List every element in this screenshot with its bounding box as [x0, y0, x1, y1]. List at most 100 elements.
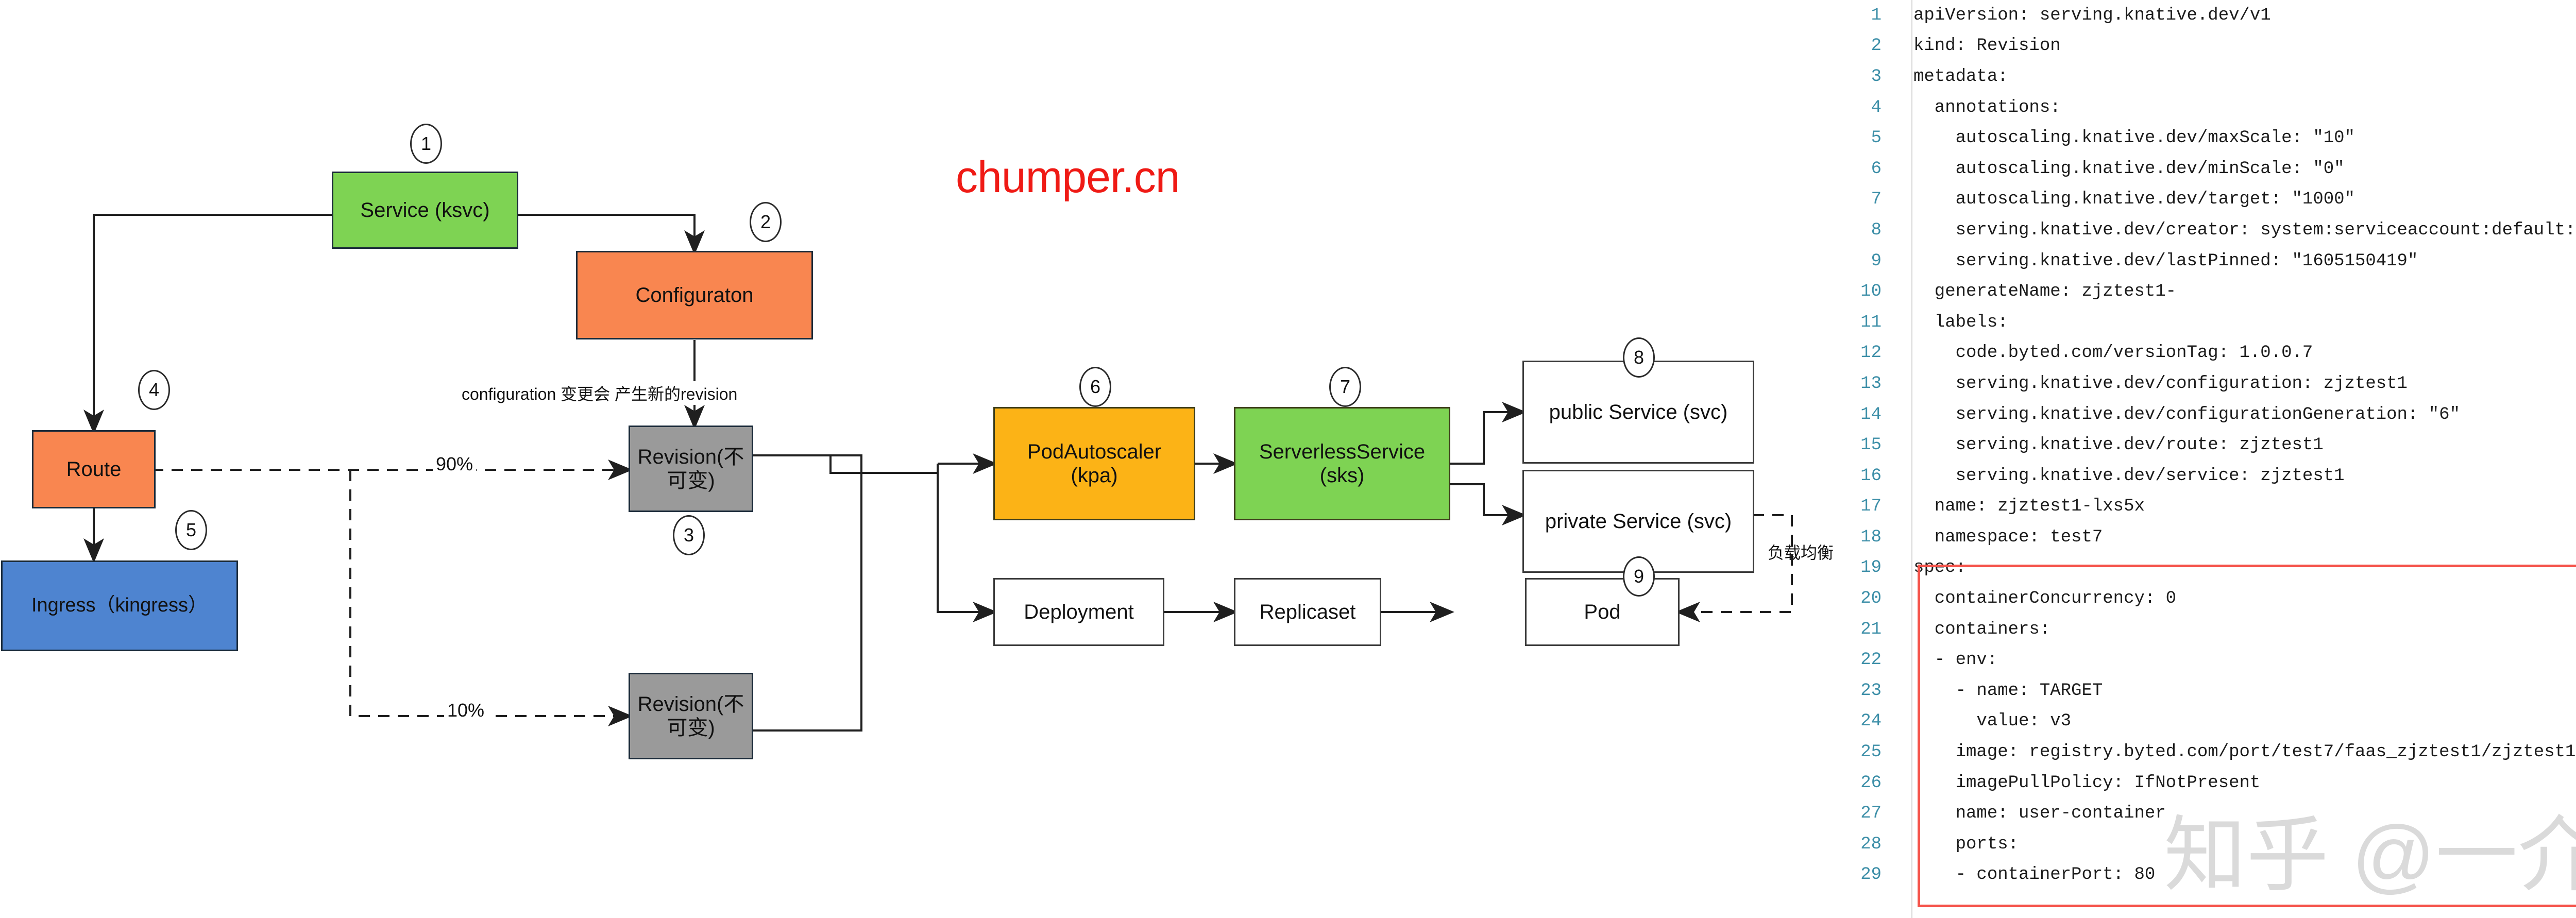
code-line-text: - containerPort: 80 [1913, 865, 2156, 885]
node-deployment[interactable]: Deployment [993, 578, 1164, 646]
code-line-number: 5 [1871, 128, 1882, 148]
code-line-text: ports: [1913, 834, 2019, 854]
code-line-number: 25 [1860, 742, 1882, 762]
code-line-number: 9 [1871, 251, 1882, 271]
code-line-number: 1 [1871, 5, 1882, 25]
diagram-connectors [83, 214, 1793, 759]
node-configuration[interactable]: Configuraton [576, 251, 813, 339]
code-line[interactable]: 25 image: registry.byted.com/port/test7/… [1834, 737, 2576, 768]
code-line[interactable]: 6 autoscaling.knative.dev/minScale: "0" [1834, 154, 2576, 184]
step-bubble-5: 5 [175, 510, 207, 550]
node-revision-bottom[interactable]: Revision(不可变) [629, 673, 753, 759]
code-line-text: autoscaling.knative.dev/maxScale: "10" [1913, 128, 2355, 148]
step-bubble-1: 1 [410, 124, 442, 164]
code-line[interactable]: 4 annotations: [1834, 92, 2576, 123]
code-line[interactable]: 13 serving.knative.dev/configuration: zj… [1834, 368, 2576, 399]
code-line[interactable]: 29 - containerPort: 80 [1834, 860, 2576, 891]
node-replicaset[interactable]: Replicaset [1234, 578, 1381, 646]
code-line[interactable]: 5 autoscaling.knative.dev/maxScale: "10" [1834, 123, 2576, 154]
code-line[interactable]: 21 containers: [1834, 614, 2576, 645]
step-bubble-4: 4 [138, 370, 170, 410]
step-bubble-7: 7 [1329, 367, 1361, 407]
code-line[interactable]: 12 code.byted.com/versionTag: 1.0.0.7 [1834, 338, 2576, 369]
code-line[interactable]: 28 ports: [1834, 829, 2576, 860]
code-line[interactable]: 24 value: v3 [1834, 706, 2576, 737]
code-line[interactable]: 9 serving.knative.dev/lastPinned: "16051… [1834, 246, 2576, 277]
code-line-number: 2 [1871, 36, 1882, 56]
code-line-text: annotations: [1913, 97, 2061, 117]
code-line-number: 26 [1860, 773, 1882, 793]
edge-label-load-balance: 负载均衡 [1768, 543, 1834, 562]
code-line-text: - name: TARGET [1913, 681, 2103, 701]
code-line-text: - env: [1913, 650, 1998, 670]
code-line-text: autoscaling.knative.dev/target: "1000" [1913, 190, 2355, 210]
code-line-number: 24 [1860, 711, 1882, 732]
code-line[interactable]: 20 containerConcurrency: 0 [1834, 583, 2576, 614]
code-line[interactable]: 27 name: user-container [1834, 798, 2576, 829]
code-line[interactable]: 10 generateName: zjztest1- [1834, 276, 2576, 307]
code-line-text: code.byted.com/versionTag: 1.0.0.7 [1913, 343, 2313, 363]
code-line-text: value: v3 [1913, 711, 2072, 732]
brand-watermark: chumper.cn [956, 152, 1180, 202]
code-line-number: 7 [1871, 190, 1882, 210]
node-ingress[interactable]: Ingress（kingress） [1, 560, 238, 651]
code-line-text: serving.knative.dev/route: zjztest1 [1913, 435, 2324, 455]
code-line-text: metadata: [1913, 66, 2008, 87]
code-line-number: 13 [1860, 373, 1882, 394]
code-line-text: image: registry.byted.com/port/test7/faa… [1955, 742, 2576, 762]
code-line-text: serving.knative.dev/service: zjztest1 [1913, 466, 2345, 486]
step-bubble-8: 8 [1623, 337, 1655, 378]
code-line[interactable]: 22 - env: [1834, 644, 2576, 675]
code-line-number: 10 [1860, 282, 1882, 302]
node-route[interactable]: Route [32, 430, 156, 508]
code-line[interactable]: 15 serving.knative.dev/route: zjztest1 [1834, 430, 2576, 461]
edge-label-weight-10: 10% [444, 700, 488, 721]
code-line[interactable]: 3 metadata: [1834, 61, 2576, 92]
code-line-number: 29 [1860, 865, 1882, 885]
code-line-number: 3 [1871, 66, 1882, 87]
code-line-text: serving.knative.dev/configurationGenerat… [1913, 404, 2460, 424]
node-pod[interactable]: Pod [1525, 578, 1680, 646]
node-revision-top[interactable]: Revision(不可变) [629, 426, 753, 512]
code-line-number: 16 [1860, 466, 1882, 486]
node-podautoscaler[interactable]: PodAutoscaler (kpa) [993, 407, 1195, 520]
code-line[interactable]: 11 labels: [1834, 307, 2576, 338]
code-line-number: 11 [1860, 312, 1882, 332]
code-line-number: 8 [1871, 220, 1882, 240]
code-line-text: containers: [1913, 619, 2050, 639]
code-line-text: autoscaling.knative.dev/minScale: "0" [1913, 159, 2345, 179]
code-line-number: 20 [1860, 589, 1882, 609]
code-line-number: 19 [1860, 558, 1882, 578]
code-line[interactable]: 18 namespace: test7 [1834, 522, 2576, 553]
code-line[interactable]: 17 name: zjztest1-lxs5x [1834, 491, 2576, 522]
node-private-service[interactable]: private Service (svc) [1522, 470, 1754, 573]
code-gutter-divider [1911, 0, 1912, 918]
step-bubble-2: 2 [750, 202, 782, 242]
code-line-text: spec: [1913, 558, 1967, 578]
code-line[interactable]: 8 serving.knative.dev/creator: system:se… [1834, 215, 2576, 246]
code-line-text: name: zjztest1-lxs5x [1913, 497, 2145, 517]
code-line[interactable]: 19 spec: [1834, 553, 2576, 584]
node-serverlessservice[interactable]: ServerlessService (sks) [1234, 407, 1450, 520]
code-line[interactable]: 23 - name: TARGET [1834, 675, 2576, 706]
code-line-text: containerConcurrency: 0 [1913, 589, 2177, 609]
code-line[interactable]: 16 serving.knative.dev/service: zjztest1 [1834, 461, 2576, 491]
code-line-number: 6 [1871, 159, 1882, 179]
edge-label-config-change: configuration 变更会 产生新的revision [459, 381, 741, 405]
architecture-diagram: Service (ksvc) Configuraton Route Ingres… [1, 124, 1834, 759]
step-bubble-9: 9 [1623, 556, 1655, 597]
code-line-number: 4 [1871, 97, 1882, 117]
code-line-text: name: user-container [1913, 804, 2166, 824]
node-service[interactable]: Service (ksvc) [332, 172, 518, 249]
code-line-text: generateName: zjztest1- [1913, 282, 2177, 302]
code-line-number: 18 [1860, 527, 1882, 547]
code-line[interactable]: 7 autoscaling.knative.dev/target: "1000" [1834, 184, 2576, 215]
code-line[interactable]: 14 serving.knative.dev/configurationGene… [1834, 399, 2576, 430]
code-line[interactable]: 26 imagePullPolicy: IfNotPresent [1834, 768, 2576, 798]
code-line-text: namespace: test7 [1913, 527, 2103, 547]
code-line-text: serving.knative.dev/creator: system:serv… [1913, 220, 2576, 240]
